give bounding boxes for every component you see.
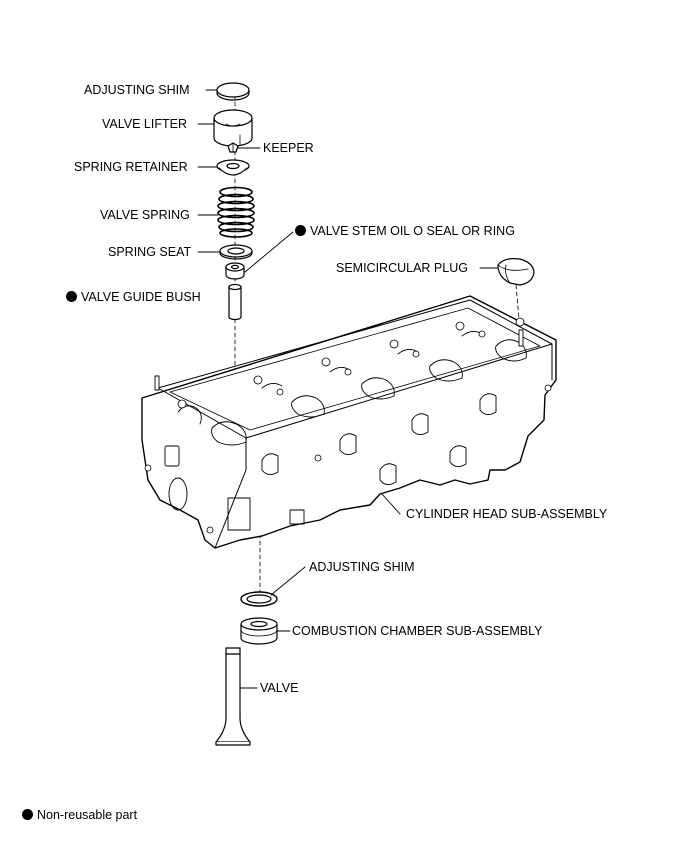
non-reusable-dot-icon <box>22 809 33 820</box>
valve-guide-bush-part <box>228 283 242 321</box>
valve-lifter-part <box>213 109 253 147</box>
label-semicircular-plug: SEMICIRCULAR PLUG <box>336 261 468 275</box>
legend-non-reusable: Non-reusable part <box>22 808 137 822</box>
label-valve-spring: VALVE SPRING <box>100 208 190 222</box>
label-cylinder-head: CYLINDER HEAD SUB-ASSEMBLY <box>406 507 608 521</box>
label-valve-guide-bush-text: VALVE GUIDE BUSH <box>81 290 201 304</box>
spring-seat-part <box>219 244 253 260</box>
label-keeper: KEEPER <box>263 141 314 155</box>
label-adjusting-shim-bottom: ADJUSTING SHIM <box>309 560 415 574</box>
label-valve-stem-oil-seal: VALVE STEM OIL O SEAL OR RING <box>295 224 515 238</box>
label-valve-stem-oil-seal-text: VALVE STEM OIL O SEAL OR RING <box>310 224 515 238</box>
non-reusable-dot-icon <box>66 291 77 302</box>
adjusting-shim-top-part <box>216 82 250 101</box>
adjusting-shim-bottom-part <box>240 591 278 607</box>
leader-lines <box>197 89 499 689</box>
label-valve: VALVE <box>260 681 299 695</box>
valve-part <box>215 647 251 746</box>
non-reusable-dot-icon <box>295 225 306 236</box>
label-valve-guide-bush: VALVE GUIDE BUSH <box>66 290 201 304</box>
valve-stem-oil-seal-part <box>225 262 245 280</box>
spring-retainer-part <box>216 159 250 176</box>
label-adjusting-shim-top: ADJUSTING SHIM <box>84 83 190 97</box>
label-combustion-chamber: COMBUSTION CHAMBER SUB-ASSEMBLY <box>292 624 543 638</box>
combustion-chamber-part <box>240 617 278 645</box>
keeper-part <box>227 142 239 153</box>
semicircular-plug-part <box>497 258 535 286</box>
cylinder-head-part <box>141 295 557 549</box>
valve-spring-part <box>217 186 255 238</box>
label-valve-lifter: VALVE LIFTER <box>102 117 187 131</box>
label-spring-seat: SPRING SEAT <box>108 245 192 259</box>
legend-non-reusable-text: Non-reusable part <box>37 808 138 822</box>
label-spring-retainer: SPRING RETAINER <box>74 160 188 174</box>
